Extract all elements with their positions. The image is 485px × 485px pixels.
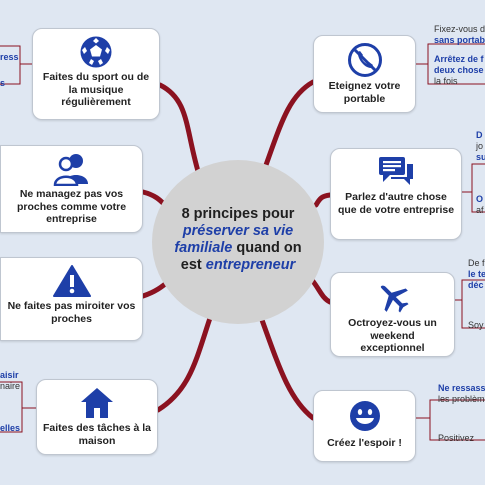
sub-topic-espoir-1[interactable]: Ne ressass — [438, 383, 485, 393]
node-manage[interactable]: Ne managez pas vos proches comme votre e… — [0, 145, 143, 233]
sub-topic-taches-3[interactable]: elles — [0, 423, 21, 433]
sub-topic-portable-4[interactable]: deux chose — [434, 65, 484, 75]
sub-topic-espoir-3[interactable]: Positivez — [438, 433, 475, 443]
sub-topic-weekend-4[interactable]: Soy — [468, 320, 484, 330]
node-taches-label: Faites des tâches à la maison — [43, 422, 151, 447]
sub-topic-parlez-1[interactable]: D — [476, 130, 483, 140]
sub-topic-taches-1[interactable]: aisir — [0, 370, 19, 380]
node-sport-label: Faites du sport ou de la musique réguliè… — [42, 71, 150, 108]
sub-topic-taches-2[interactable]: naire — [0, 381, 21, 391]
central-topic-text: 8 principes pour préserver sa vie famili… — [160, 206, 316, 274]
sub-topic-weekend-1[interactable]: De f — [468, 258, 485, 268]
branch-espoir — [259, 317, 316, 421]
sub-topic-weekend-3[interactable]: déc — [468, 280, 484, 290]
soccer-ball-icon — [80, 36, 112, 68]
node-parlez[interactable]: Parlez d'autre chose que de votre entrep… — [330, 148, 462, 240]
sub-topic-espoir-2[interactable]: les problèm — [438, 394, 485, 404]
sub-topic-weekend-2[interactable]: le te — [468, 269, 485, 279]
node-manage-label: Ne managez pas vos proches comme votre e… — [16, 188, 127, 225]
branch-taches — [155, 315, 213, 413]
branch-weekend — [309, 277, 333, 305]
branch-sport — [157, 82, 203, 181]
sub-topic-portable-5[interactable]: la fois — [434, 76, 458, 86]
node-portable[interactable]: Eteignez votre portable — [313, 35, 416, 113]
sub-topic-parlez-5[interactable]: af — [476, 205, 484, 215]
chat-icon — [379, 157, 413, 185]
sub-topic-parlez-2[interactable]: jo — [476, 141, 484, 151]
users-icon — [53, 154, 88, 186]
node-taches[interactable]: Faites des tâches à la maison — [36, 379, 158, 455]
node-espoir-label: Créez l'espoir ! — [327, 437, 402, 449]
sub-topic-portable-1[interactable]: Fixez-vous d — [434, 24, 485, 34]
center-line-1: 8 principes pour — [181, 206, 295, 222]
node-sport[interactable]: Faites du sport ou de la musique réguliè… — [32, 28, 160, 120]
center-line-3-emphasis: familiale — [174, 240, 233, 256]
warning-icon — [52, 265, 91, 297]
phone-off-icon — [347, 43, 382, 77]
node-espoir[interactable]: Créez l'espoir ! — [313, 390, 416, 462]
branch-portable — [263, 79, 316, 168]
smiley-icon — [349, 401, 380, 431]
center-line-4: est — [180, 257, 206, 273]
center-line-2: préserver sa vie — [182, 223, 294, 239]
sub-topic-parlez-4[interactable]: O — [476, 194, 484, 204]
center-line-4-emphasis: entrepreneur — [205, 257, 296, 273]
sub-topic-parlez-3[interactable]: su — [476, 152, 485, 162]
center-line-3: quand on — [232, 240, 302, 256]
node-miroiter-label: Ne faites pas miroiter vos proches — [7, 300, 136, 325]
node-miroiter[interactable]: Ne faites pas miroiter vos proches — [0, 257, 143, 341]
airplane-icon — [380, 285, 409, 313]
node-weekend[interactable]: Octroyez-vous un weekend exceptionnel — [330, 272, 455, 357]
branch-parlez — [313, 192, 333, 208]
central-topic[interactable]: 8 principes pour préserver sa vie famili… — [152, 160, 324, 324]
node-parlez-label: Parlez d'autre chose que de votre entrep… — [337, 191, 455, 216]
home-icon — [81, 388, 113, 418]
sub-topic-portable-2[interactable]: sans portabl — [434, 35, 485, 45]
node-portable-label: Eteignez votre portable — [328, 80, 401, 105]
sub-topic-sport-2[interactable]: s — [0, 78, 6, 88]
sub-topic-sport-1[interactable]: ress — [0, 52, 19, 62]
sub-topic-portable-3[interactable]: Arrêtez de f — [434, 54, 484, 64]
node-weekend-label: Octroyez-vous un weekend exceptionnel — [348, 317, 437, 354]
